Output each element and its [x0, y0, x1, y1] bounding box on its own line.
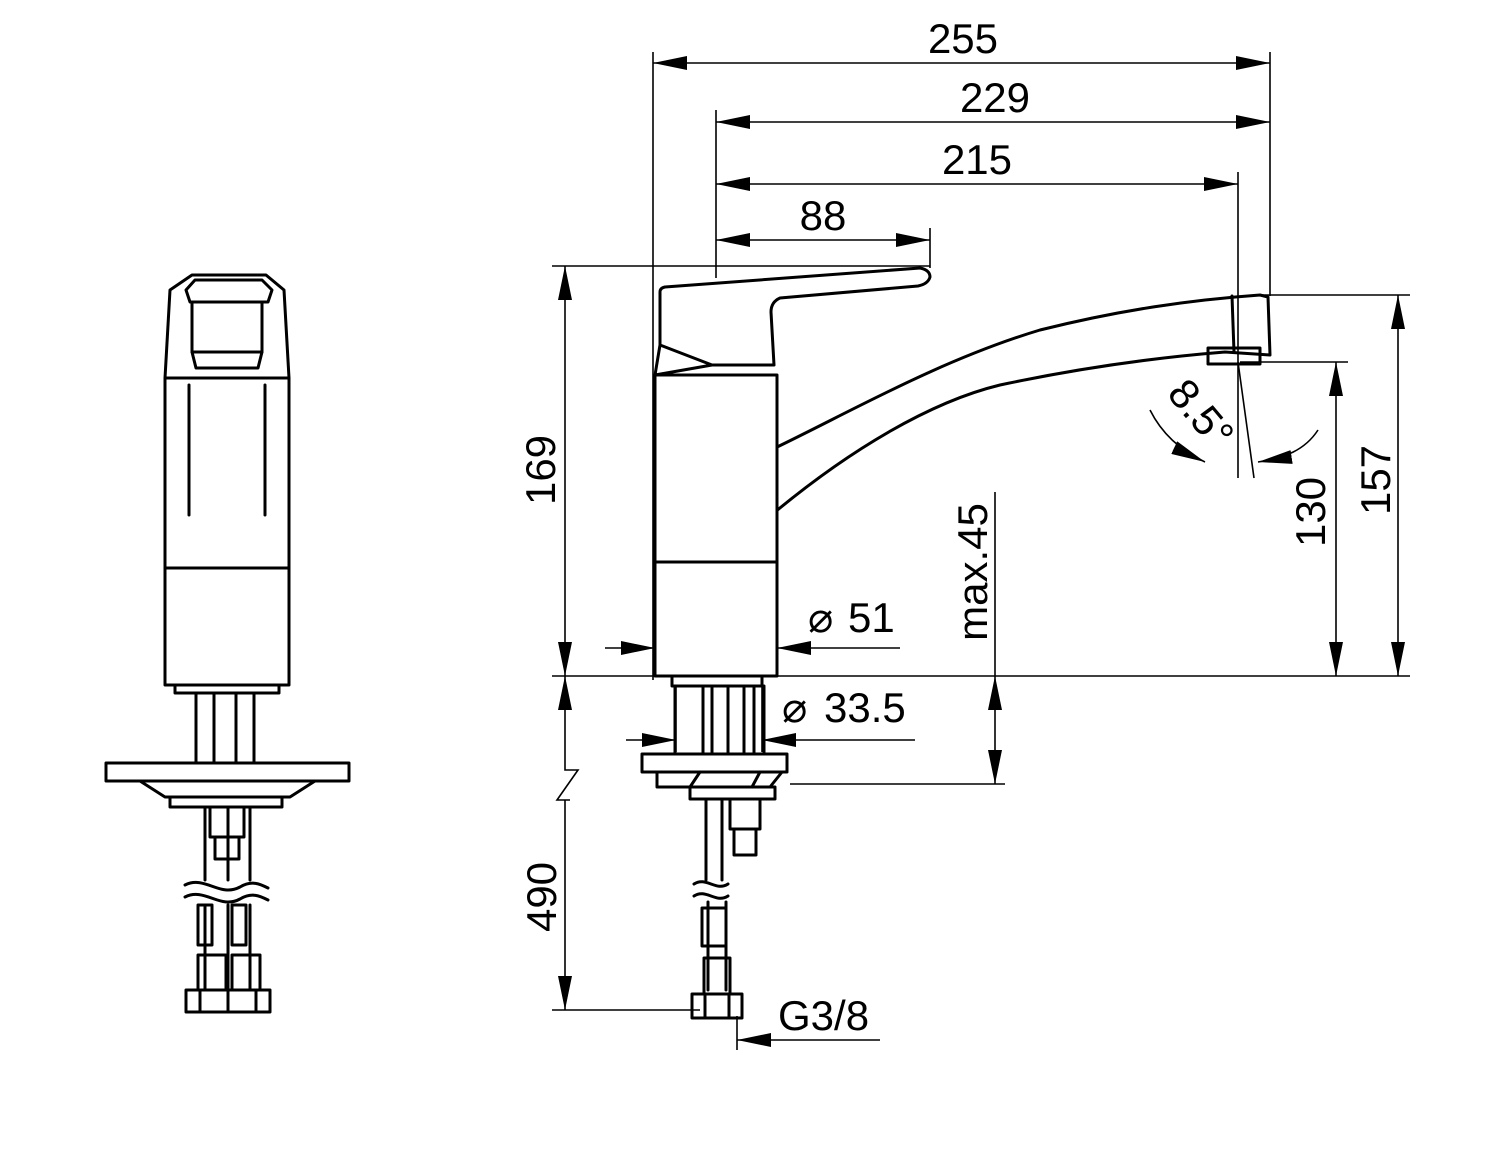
dim-deck-thickness: max.45 — [949, 503, 996, 641]
front-body-lower — [163, 566, 291, 687]
dim-height-157: 157 — [1352, 445, 1399, 515]
diameter-symbol-51: ⌀ — [808, 594, 833, 641]
front-view — [104, 273, 351, 1014]
spout — [773, 293, 1272, 514]
connection-nut — [690, 992, 744, 1020]
body-upper — [653, 373, 779, 564]
dim-outlet-height: 130 — [1287, 477, 1334, 547]
aerator — [1206, 346, 1262, 366]
dimension-lines — [552, 52, 1410, 1050]
dim-overall-length: 255 — [928, 15, 998, 62]
dimension-labels: 255 229 215 88 169 157 130 8.5° max.45 4… — [517, 15, 1399, 1039]
front-body-upper — [163, 376, 291, 570]
side-view — [640, 266, 1272, 1020]
lever-handle — [658, 266, 932, 367]
dim-body-diameter: 51 — [848, 594, 895, 641]
diameter-symbol-33-5: ⌀ — [782, 684, 807, 731]
dim-length-229: 229 — [960, 74, 1030, 121]
dim-hose-length: 490 — [518, 862, 565, 932]
dim-connection-thread: G3/8 — [778, 992, 869, 1039]
dim-lever-length: 88 — [800, 192, 847, 239]
dim-spout-angle: 8.5° — [1159, 370, 1243, 458]
dim-mounting-diameter: 33.5 — [824, 684, 906, 731]
front-deck — [104, 761, 351, 783]
body-lower — [653, 560, 779, 678]
dim-spout-reach: 215 — [942, 136, 1012, 183]
dim-height-169: 169 — [517, 435, 564, 505]
mounting-plate — [640, 752, 789, 774]
